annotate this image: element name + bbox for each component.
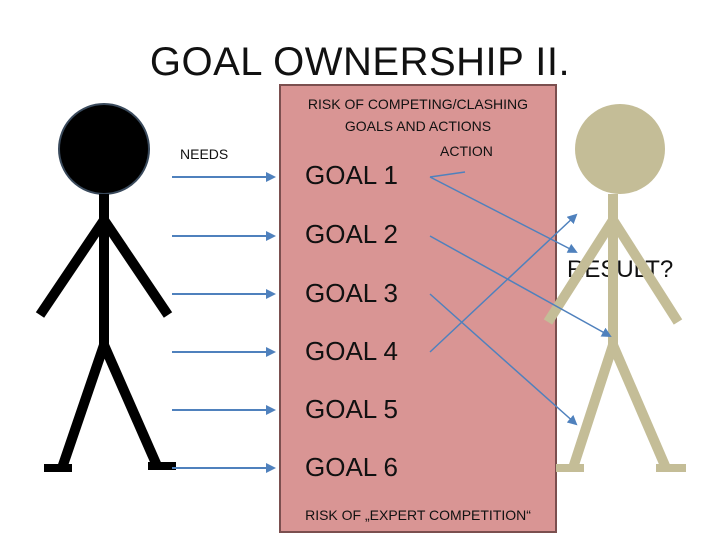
- person-left-arm-right: [99, 217, 173, 318]
- action-arrow-goal-2: [429, 235, 612, 337]
- panel-heading: RISK OF COMPETING/CLASHING GOALS AND ACT…: [279, 93, 557, 137]
- goal-2-label: GOAL 2: [305, 219, 398, 249]
- person-left-leg-left: [57, 343, 109, 470]
- panel-heading-line1: RISK OF COMPETING/CLASHING: [307, 96, 529, 112]
- person-left-arm-left: [35, 217, 109, 318]
- goal-1-label: GOAL 1: [305, 160, 398, 190]
- need-arrows: [172, 172, 276, 473]
- action-arrow-goal-3: [429, 293, 578, 426]
- panel-heading-line2: GOALS AND ACTIONS: [344, 118, 492, 134]
- expert-competition-label: RISK OF „EXPERT COMPETITION“: [305, 507, 531, 523]
- action-arrow-goal-4: [429, 213, 578, 353]
- slide-title: GOAL OWNERSHIP II.: [149, 40, 571, 84]
- risk-panel: [279, 84, 557, 533]
- person-right-figure: [543, 104, 686, 472]
- action-arrows: [429, 171, 612, 426]
- action-label: ACTION: [440, 143, 493, 159]
- person-left-head: [58, 103, 150, 195]
- action-arrow-goal-1: [429, 176, 578, 253]
- goal-6-label: GOAL 6: [305, 452, 398, 482]
- goal-5-label: GOAL 5: [305, 394, 398, 424]
- person-left-figure: [35, 103, 176, 472]
- person-right-arm-left: [543, 217, 618, 325]
- needs-label: NEEDS: [180, 146, 229, 162]
- goal-3-label: GOAL 3: [305, 278, 398, 308]
- goal-4-label: GOAL 4: [305, 336, 398, 366]
- action-line-from-goal-1: [429, 171, 466, 178]
- person-right-leg-left: [568, 343, 618, 470]
- person-right-leg-right: [608, 343, 671, 470]
- person-right-head: [575, 104, 665, 194]
- person-right-arm-right: [608, 217, 683, 325]
- person-left-leg-right: [99, 342, 163, 471]
